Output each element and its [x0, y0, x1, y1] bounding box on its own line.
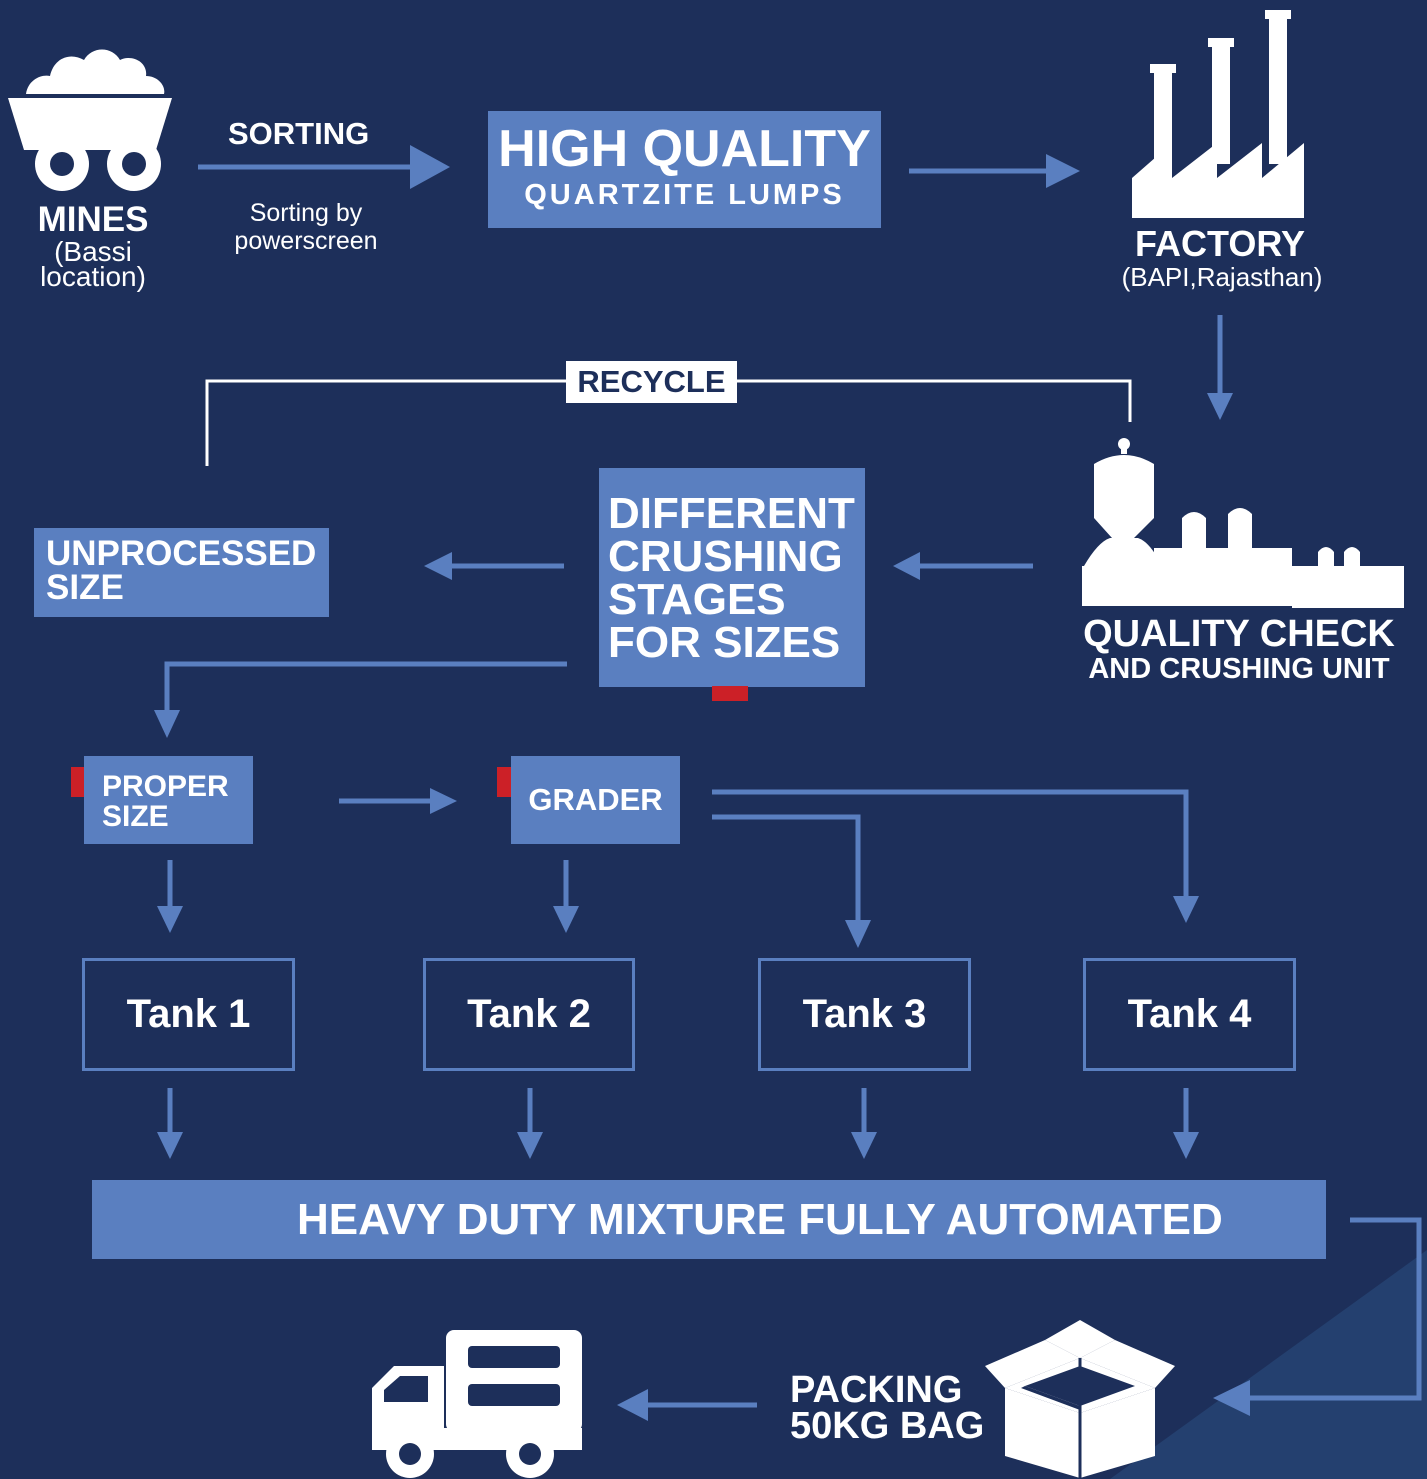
factory-title: FACTORY	[1134, 223, 1305, 264]
arrowhead-to-proper	[154, 710, 180, 738]
mines-title: MINES	[37, 200, 149, 239]
arrowhead-to-crushing	[893, 552, 920, 580]
proper-line-2: SIZE	[102, 800, 169, 833]
arrowhead-sorting	[410, 145, 450, 189]
arrowhead-to-factory	[1046, 154, 1080, 188]
corner-shade	[1110, 1250, 1427, 1479]
quality-line-1: QUALITY CHECK	[1083, 613, 1395, 655]
proper-marker	[71, 767, 84, 797]
crushing-line-2: CRUSHING	[608, 532, 843, 581]
factory-icon	[1132, 10, 1304, 218]
quartzite-line-1: HIGH QUALITY	[498, 120, 871, 178]
arrowhead-to-tank3	[845, 920, 871, 948]
proper-line-1: PROPER	[102, 770, 229, 803]
unprocessed-line-2: SIZE	[46, 568, 124, 607]
arrowhead-to-packing	[1213, 1380, 1250, 1416]
crushing-line-4: FOR SIZES	[608, 618, 841, 667]
crushing-plant-icon	[1082, 438, 1404, 608]
arrow-to-tank4	[712, 789, 1189, 898]
arrow-to-proper	[164, 661, 567, 712]
tank-2: Tank 2	[423, 958, 635, 1071]
tank-3: Tank 3	[758, 958, 971, 1071]
quality-line-2: AND CRUSHING UNIT	[1088, 653, 1390, 685]
crushing-line-1: DIFFERENT	[608, 489, 855, 538]
crushing-line-3: STAGES	[608, 575, 786, 624]
factory-sub: (BAPI,Rajasthan)	[1121, 262, 1323, 292]
arrowhead-to-tank1	[157, 906, 183, 933]
proper-size-box: PROPER SIZE	[84, 756, 253, 844]
arrow-to-packing	[1245, 1217, 1422, 1401]
quartzite-line-2: QUARTZITE LUMPS	[524, 179, 845, 211]
arrowhead-to-truck	[617, 1389, 648, 1421]
packing-line-1: PACKING	[790, 1369, 963, 1411]
recycle-label: RECYCLE	[566, 361, 737, 403]
arrowhead-to-quality	[1207, 393, 1233, 420]
grader-marker	[497, 767, 511, 797]
sorting-sub-1: Sorting by	[249, 199, 363, 227]
sorting-sub-2: powerscreen	[234, 227, 378, 255]
unprocessed-box: UNPROCESSED SIZE	[34, 528, 329, 617]
arrowhead-to-unprocessed	[424, 552, 452, 580]
grader-label: GRADER	[528, 782, 663, 817]
quartzite-box: HIGH QUALITY QUARTZITE LUMPS	[488, 111, 881, 228]
arrowhead-tank1-mix	[157, 1132, 183, 1159]
arrowhead-to-tank2	[553, 906, 579, 933]
unprocessed-line-1: UNPROCESSED	[46, 534, 317, 573]
arrowhead-tank2-mix	[517, 1132, 543, 1159]
box-icon	[985, 1320, 1175, 1478]
mine-cart-icon	[8, 49, 172, 191]
crushing-marker	[712, 686, 748, 701]
tank-4: Tank 4	[1083, 958, 1296, 1071]
arrowhead-to-tank4	[1173, 896, 1199, 923]
mixture-label: HEAVY DUTY MIXTURE FULLY AUTOMATED	[297, 1195, 1223, 1244]
tank-1: Tank 1	[82, 958, 295, 1071]
arrowhead-tank3-mix	[851, 1132, 877, 1159]
arrowhead-to-grader	[430, 788, 457, 814]
mixture-box: HEAVY DUTY MIXTURE FULLY AUTOMATED	[92, 1180, 1326, 1259]
sorting-label: SORTING	[228, 116, 370, 151]
packing-line-2: 50KG BAG	[790, 1405, 985, 1447]
mines-sub-1: (Bassi	[54, 236, 132, 267]
truck-icon	[372, 1330, 582, 1478]
crushing-box: DIFFERENT CRUSHING STAGES FOR SIZES	[599, 468, 865, 687]
arrow-to-tank3	[712, 814, 861, 922]
mines-sub-2: location)	[40, 261, 146, 292]
grader-box: GRADER	[511, 756, 680, 844]
arrowhead-tank4-mix	[1173, 1132, 1199, 1159]
